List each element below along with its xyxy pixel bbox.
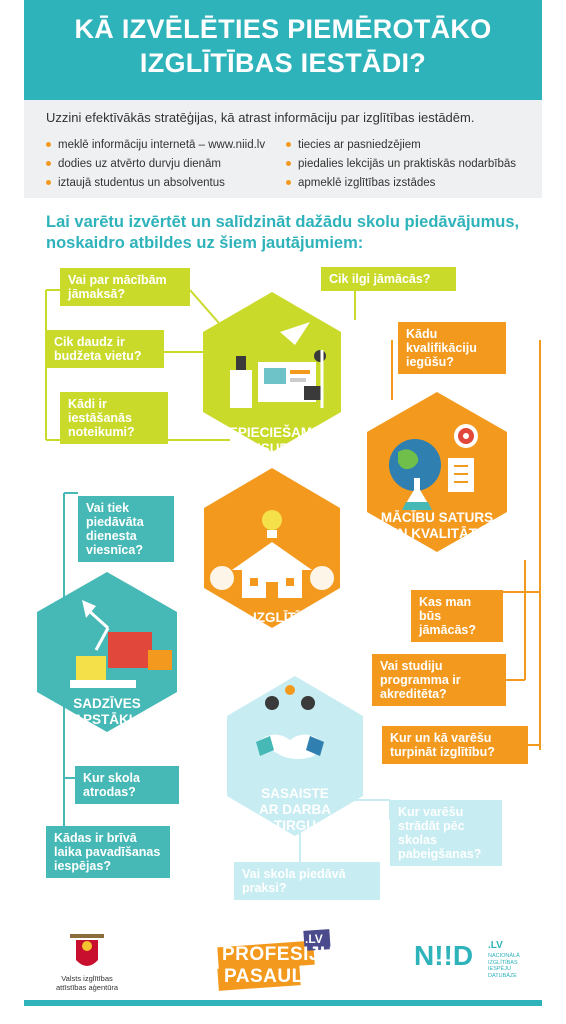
hex-content-label: MĀCĪBU SATURS UN KVALITĀTE <box>380 510 494 541</box>
bullet-right-2: piedalies lekcijās un praktiskās nodarbī… <box>286 158 516 170</box>
bullet-left-3: iztaujā studentus un absolventus <box>46 177 225 189</box>
section-question: Lai varētu izvērtēt un salīdzināt dažādu… <box>46 212 546 254</box>
pp-logo-suffix: .LV <box>305 932 323 946</box>
page-title: KĀ IZVĒLĒTIES PIEMĒROTĀKO IZGLĪTĪBAS IES… <box>24 12 542 80</box>
hex-resources-label: NEPIECIEŠAMIE RESURSI <box>219 425 325 456</box>
hex-living <box>37 572 177 732</box>
school-illustration-icon <box>210 510 334 598</box>
handshake-illustration-icon <box>256 685 324 759</box>
header-banner <box>24 0 542 100</box>
agency-name: Valsts izglītības attīstības aģentūra <box>55 974 119 992</box>
niid-logo: N!!D <box>414 940 474 971</box>
hex-work-label: SASAISTE AR DARBA TIRGU <box>259 786 331 833</box>
content-illustration-icon <box>389 424 478 510</box>
niid-logo-suffix: .LV <box>488 940 503 951</box>
intro-box <box>24 100 542 198</box>
living-illustration-icon <box>70 600 172 688</box>
profesiju-pasaule-logo <box>217 929 331 991</box>
niid-logo-subtitle: NACIONĀLĀ IZGLĪTĪBAS IESPĒJU DATUBĀZE <box>488 953 520 979</box>
connectors-orange <box>391 340 541 750</box>
question-duration: Cik ilgi jāmācās? <box>321 267 456 291</box>
bullet-left-2: dodies uz atvērto durvju dienām <box>46 158 221 170</box>
intro-text: Uzzini efektīvākās stratēģijas, kā atras… <box>46 110 475 125</box>
bullet-right-3: apmeklē izglītības izstādes <box>286 177 435 189</box>
title-line-1: KĀ IZVĒLĒTIES PIEMĒROTĀKO <box>74 14 492 44</box>
question-line-1: Lai varētu izvērtēt un salīdzināt dažādu… <box>46 213 520 231</box>
bullet-left-1: meklē informāciju internetā – www.niid.l… <box>46 139 265 151</box>
hex-center-label: TAVA IZGLĪTĪBAS IESTĀDE <box>216 610 328 641</box>
pp-logo-line-2: PASAULE <box>224 966 317 987</box>
coat-of-arms-logo <box>70 934 104 966</box>
pp-logo-line-1: PROFESIJU <box>222 944 335 965</box>
hex-living-label: SADZĪVES APSTĀKĻI <box>73 696 141 727</box>
title-line-2: IZGLĪTĪBAS IESTĀDI? <box>139 48 427 78</box>
bullet-right-1: tiecies ar pasniedzējiem <box>286 139 421 151</box>
resources-illustration-icon <box>230 322 326 408</box>
footer-bar <box>24 1000 542 1006</box>
question-line-2: noskaidro atbildes uz šiem jautājumiem: <box>46 234 364 252</box>
